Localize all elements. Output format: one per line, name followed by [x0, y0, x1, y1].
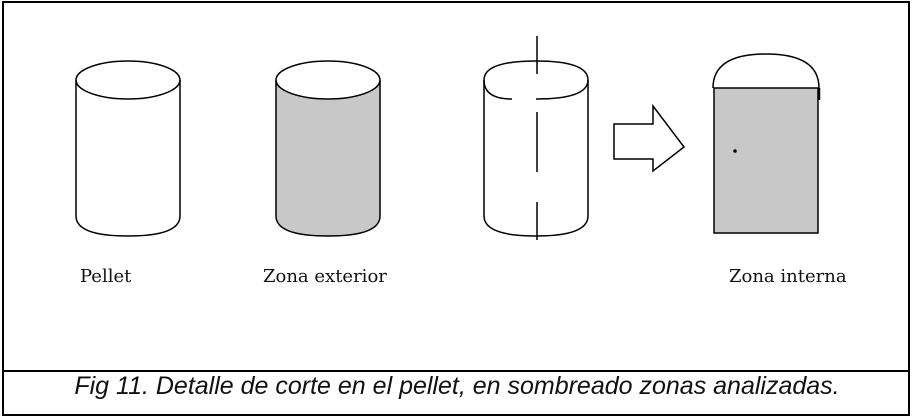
- pellet-label: Pellet: [80, 266, 132, 287]
- interior-zone-section: [712, 53, 821, 234]
- figure-caption: Fig 11. Detalle de corte en el pellet, e…: [74, 372, 840, 400]
- interior-zone-label: Zona interna: [729, 266, 847, 287]
- pellet-cylinder: [75, 60, 181, 237]
- caption-divider: [4, 370, 908, 372]
- arrow-icon: [613, 103, 686, 173]
- exterior-zone-cylinder: [275, 60, 381, 237]
- cut-cylinder: [483, 36, 589, 240]
- pellet-diagram: [75, 36, 821, 240]
- exterior-zone-label: Zona exterior: [263, 266, 387, 287]
